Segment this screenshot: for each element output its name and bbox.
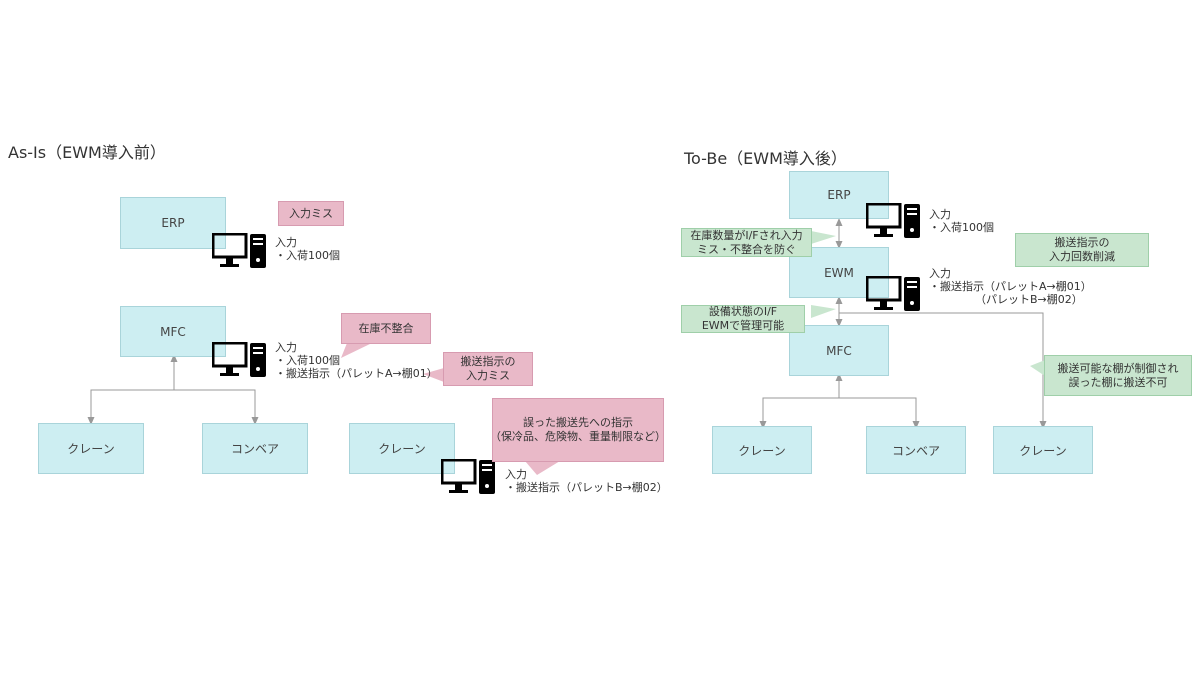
note-line: ・入荷100個 [275, 249, 340, 262]
callout-line: ミス・不整合を防ぐ [697, 242, 796, 256]
as-is-crane-input-note: 入力 ・搬送指示（パレットB→棚02） [505, 468, 668, 494]
callout-line: 搬送可能な棚が制御され [1057, 361, 1179, 375]
inventory-mismatch-callout: 在庫不整合 [341, 313, 431, 344]
to-be-conveyor-box: コンベア [866, 426, 966, 474]
wrong-destination-callout: 誤った搬送先への指示 （保冷品、危険物、重量制限など） [490, 398, 666, 462]
note-line: 入力 [929, 267, 951, 280]
desktop-computer-icon [866, 203, 920, 238]
to-be-crane1-box: クレーン [712, 426, 812, 474]
transport-input-error-callout: 搬送指示の 入力ミス [443, 352, 533, 386]
shelf-control-pointer [1030, 360, 1045, 376]
note-line: （パレットB→棚02） [975, 293, 1083, 306]
erp-ewm-if-pointer [811, 231, 836, 244]
note-line: 入力 [275, 341, 297, 354]
callout-line: 誤った棚に搬送不可 [1068, 375, 1168, 389]
equipment-if-pointer [811, 305, 836, 318]
inventory-mismatch-pointer [341, 343, 372, 358]
as-is-erp-box: ERP [120, 197, 226, 249]
to-be-ewm-input-note: 入力 ・搬送指示（パレットA→棚01） （パレットB→棚02） [929, 267, 1092, 306]
note-line: ・搬送指示（パレットA→棚01） [929, 280, 1092, 293]
shelf-control-callout: 搬送可能な棚が制御され 誤った棚に搬送不可 [1044, 355, 1192, 396]
note-line: 入力 [275, 236, 297, 249]
as-is-mfc-box: MFC [120, 306, 226, 357]
callout-line: 入力回数削減 [1049, 250, 1115, 263]
tobe-mfc-branch-line [762, 397, 917, 424]
as-is-mfc-input-note: 入力 ・入荷100個 ・搬送指示（パレットA→棚01） [275, 341, 438, 380]
equipment-if-callout: 設備状態のI/F EWMで管理可能 [681, 305, 805, 333]
note-line: ・搬送指示（パレットA→棚01） [275, 367, 438, 380]
desktop-computer-icon [441, 459, 495, 494]
note-line: 入力 [505, 468, 527, 481]
to-be-crane2-box: クレーン [993, 426, 1093, 474]
as-is-crane1-box: クレーン [38, 423, 144, 474]
callout-line: EWMで管理可能 [701, 319, 785, 332]
as-is-erp-input-note: 入力 ・入荷100個 [275, 236, 340, 262]
transport-input-error-pointer [423, 368, 444, 382]
note-line: ・搬送指示（パレットB→棚02） [505, 481, 668, 494]
callout-line: 搬送指示の [1054, 236, 1110, 249]
to-be-erp-input-note: 入力 ・入荷100個 [929, 208, 994, 234]
desktop-computer-icon [212, 233, 266, 268]
as-is-title: As-Is（EWM導入前） [8, 143, 166, 162]
to-be-mfc-box: MFC [789, 325, 889, 376]
callout-line: 在庫数量がI/Fされ入力 [690, 228, 803, 242]
callout-line: 搬送指示の [460, 355, 516, 368]
as-is-conveyor-box: コンベア [202, 423, 308, 474]
erp-ewm-if-callout: 在庫数量がI/Fされ入力 ミス・不整合を防ぐ [681, 228, 812, 257]
desktop-computer-icon [866, 276, 920, 311]
callout-line: 在庫不整合 [358, 321, 414, 335]
as-is-crane2-box: クレーン [349, 423, 455, 474]
note-line: ・入荷100個 [275, 354, 340, 367]
to-be-title: To-Be（EWM導入後） [684, 149, 847, 168]
desktop-computer-icon [212, 342, 266, 377]
to-be-erp-box: ERP [789, 171, 889, 219]
ewm-crane2-line [839, 312, 1044, 424]
callout-line: 設備状態のI/F [708, 305, 778, 318]
wrong-destination-pointer [525, 461, 560, 475]
callout-line: （保冷品、危険物、重量制限など） [490, 430, 666, 443]
reduce-input-callout: 搬送指示の 入力回数削減 [1015, 233, 1149, 267]
input-error-callout: 入力ミス [278, 201, 344, 226]
mfc-branch-line [90, 389, 256, 422]
note-line: ・入荷100個 [929, 221, 994, 234]
note-line: 入力 [929, 208, 951, 221]
callout-line: 入力ミス [289, 206, 333, 220]
callout-line: 入力ミス [466, 369, 510, 382]
callout-line: 誤った搬送先への指示 [523, 416, 633, 429]
